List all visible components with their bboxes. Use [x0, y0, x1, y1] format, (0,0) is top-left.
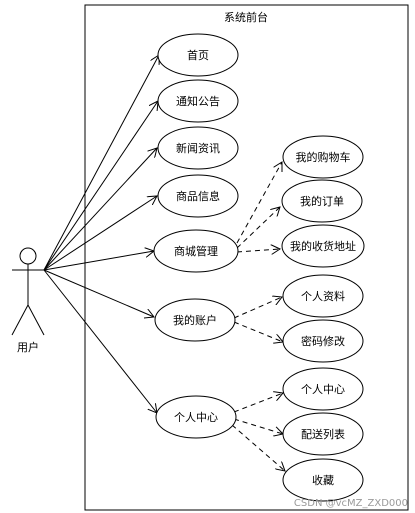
use-case-center2: 个人中心 — [282, 367, 364, 411]
dep-mall-cart — [236, 162, 282, 244]
use-case-account: 我的账户 — [154, 298, 236, 342]
use-case-home: 首页 — [157, 33, 239, 77]
assoc-mall — [43, 251, 154, 271]
assoc-home — [43, 55, 159, 271]
use-case-password: 密码修改 — [282, 319, 364, 363]
actor-user — [11, 247, 45, 336]
dep-center-favorites — [231, 424, 285, 471]
use-case-goods: 商品信息 — [157, 174, 239, 218]
system-title: 系统前台 — [224, 10, 268, 24]
assoc-news — [43, 148, 157, 271]
use-case-label: 首页 — [187, 48, 209, 62]
watermark: CSDN @vcMZ_ZXD000 — [294, 498, 408, 509]
dep-center-center2 — [233, 393, 283, 413]
use-case-label: 收藏 — [312, 473, 334, 487]
dep-mall-address — [236, 249, 280, 252]
system-boundary — [84, 4, 409, 511]
use-case-label: 密码修改 — [301, 334, 345, 348]
assoc-center — [43, 269, 157, 413]
associations — [43, 55, 159, 413]
use-case-cart: 我的购物车 — [282, 135, 364, 179]
use-case-label: 个人资料 — [301, 289, 345, 303]
use-case-address: 我的收货地址 — [281, 224, 365, 268]
actor-leg-right — [27, 304, 45, 336]
use-case-label: 新闻资讯 — [176, 141, 220, 155]
use-case-orders: 我的订单 — [281, 179, 363, 223]
use-case-center: 个人中心 — [155, 395, 237, 439]
assoc-account — [43, 269, 154, 317]
use-case-label: 我的账户 — [173, 313, 217, 327]
use-case-label: 商城管理 — [174, 244, 218, 258]
actor-leg-left — [11, 304, 29, 336]
dep-mall-orders — [236, 207, 280, 249]
actor-label: 用户 — [17, 340, 39, 354]
use-case-label: 我的订单 — [300, 194, 344, 208]
use-case-label: 个人中心 — [301, 383, 345, 396]
dep-account-profile — [233, 297, 282, 319]
use-case-profile: 个人资料 — [282, 274, 364, 318]
use-case-label: 配送列表 — [301, 427, 345, 441]
use-case-label: 商品信息 — [176, 189, 220, 203]
use-case-news: 新闻资讯 — [157, 126, 239, 170]
use-case-label: 个人中心 — [174, 411, 218, 424]
assoc-goods — [43, 196, 157, 271]
use-case-mall: 商城管理 — [153, 229, 239, 273]
use-case-delivery: 配送列表 — [282, 412, 364, 456]
dependencies — [231, 162, 285, 471]
actor-head — [19, 247, 37, 265]
use-case-favorites: 收藏 — [282, 458, 364, 502]
use-case-label: 我的购物车 — [296, 150, 351, 164]
dep-account-password — [233, 321, 283, 342]
dep-center-delivery — [233, 418, 283, 434]
use-case-label: 我的收货地址 — [290, 239, 356, 253]
assoc-notice — [43, 101, 158, 271]
use-case-label: 通知公告 — [176, 94, 220, 108]
use-case-notice: 通知公告 — [157, 79, 239, 123]
